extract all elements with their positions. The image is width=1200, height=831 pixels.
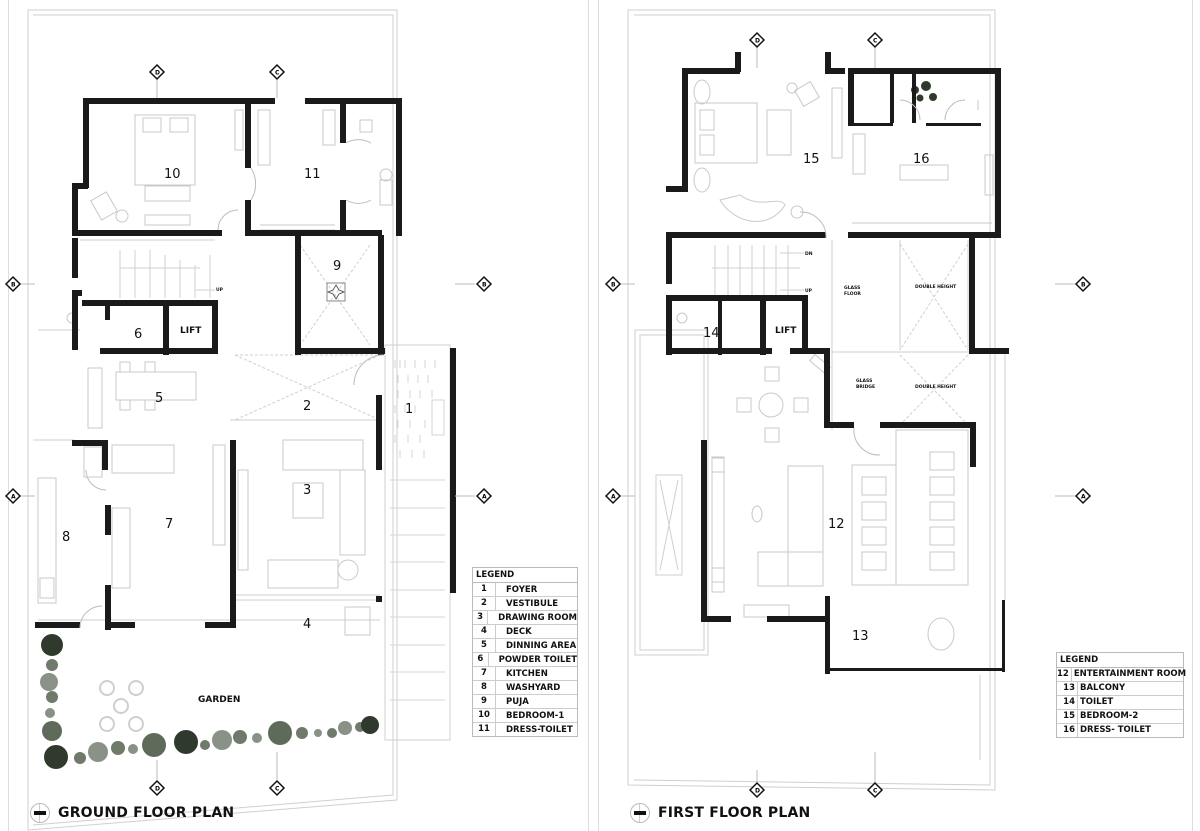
double-height-label-b: DOUBLE HEIGHT <box>915 384 957 390</box>
svg-text:B: B <box>611 282 616 289</box>
grid-markers: D C D C B A B A <box>604 31 1092 799</box>
svg-text:D: D <box>155 786 160 793</box>
svg-text:B: B <box>482 282 487 289</box>
lift-label: LIFT <box>180 326 202 336</box>
garden-trees <box>40 634 379 769</box>
sheet-frame-mid-a <box>588 0 589 831</box>
room-label-4: 4 <box>303 617 311 632</box>
legend-header: LEGEND <box>1057 653 1183 668</box>
room-label-12: 12 <box>828 517 845 532</box>
svg-text:A: A <box>11 494 16 501</box>
room-label-10: 10 <box>164 167 181 182</box>
lift-label: LIFT <box>775 326 797 336</box>
first-floor-title: FIRST FLOOR PLAN <box>630 803 810 823</box>
north-arrow-icon <box>630 803 650 823</box>
double-height-label-a: DOUBLE HEIGHT <box>915 284 957 290</box>
room-label-11: 11 <box>304 167 321 182</box>
glass-floor-label-1: GLASS <box>844 285 860 291</box>
svg-text:C: C <box>873 788 878 795</box>
svg-text:D: D <box>755 38 760 45</box>
room-label-5: 5 <box>155 391 163 406</box>
svg-text:D: D <box>755 788 760 795</box>
svg-text:D: D <box>155 70 160 77</box>
stair-dn-label: DN <box>805 251 813 257</box>
glass-bridge-label-2: BRIDGE <box>856 384 875 390</box>
glass-floor-label-2: FLOOR <box>844 291 861 297</box>
void-outline <box>655 474 683 576</box>
ground-floor-walls <box>35 98 456 630</box>
room-label-14: 14 <box>703 326 720 341</box>
svg-text:B: B <box>11 282 16 289</box>
first-floor-panel: 12 13 14 15 16 LIFT GLASS FLOOR GLASS BR… <box>600 0 1200 831</box>
svg-text:B: B <box>1081 282 1086 289</box>
room-label-1: 1 <box>405 402 413 417</box>
sheet-frame-left <box>8 0 9 831</box>
stair-up-label: UP <box>805 288 813 294</box>
stair-up-label: UP <box>216 287 224 293</box>
svg-text:C: C <box>275 786 280 793</box>
svg-text:A: A <box>611 494 616 501</box>
grid-markers: D C D C B A B A <box>4 63 493 797</box>
svg-text:C: C <box>275 70 280 77</box>
sheet-frame-mid-b <box>598 0 599 831</box>
first-floor-plan-drawing: 12 13 14 15 16 LIFT GLASS FLOOR GLASS BR… <box>604 9 1092 799</box>
ground-floor-plan-drawing: 1 2 3 4 5 6 7 8 9 10 11 LIFT GARDEN UP D… <box>4 9 493 831</box>
site-boundary <box>627 9 996 791</box>
room-label-6: 6 <box>134 327 142 342</box>
first-floor-title-text: FIRST FLOOR PLAN <box>658 805 811 821</box>
room-label-15: 15 <box>803 152 820 167</box>
legend-header: LEGEND <box>473 568 577 583</box>
svg-text:A: A <box>1081 494 1086 501</box>
room-label-13: 13 <box>852 629 869 644</box>
north-arrow-icon <box>30 803 50 823</box>
ground-floor-panel: 1 2 3 4 5 6 7 8 9 10 11 LIFT GARDEN UP D… <box>0 0 590 831</box>
room-label-2: 2 <box>303 399 311 414</box>
garden-label: GARDEN <box>198 695 240 705</box>
glass-bridge-label-1: GLASS <box>856 378 872 384</box>
ground-floor-title-text: GROUND FLOOR PLAN <box>58 805 235 821</box>
room-label-16: 16 <box>913 152 930 167</box>
ground-floor-title: GROUND FLOOR PLAN <box>30 803 234 823</box>
first-floor-walls <box>666 52 1009 674</box>
room-label-9: 9 <box>333 259 341 274</box>
room-label-3: 3 <box>303 483 311 498</box>
room-label-7: 7 <box>165 517 173 532</box>
svg-text:A: A <box>482 494 487 501</box>
room-label-8: 8 <box>62 530 70 545</box>
sheet-frame-right <box>1192 0 1193 831</box>
svg-text:C: C <box>873 38 878 45</box>
